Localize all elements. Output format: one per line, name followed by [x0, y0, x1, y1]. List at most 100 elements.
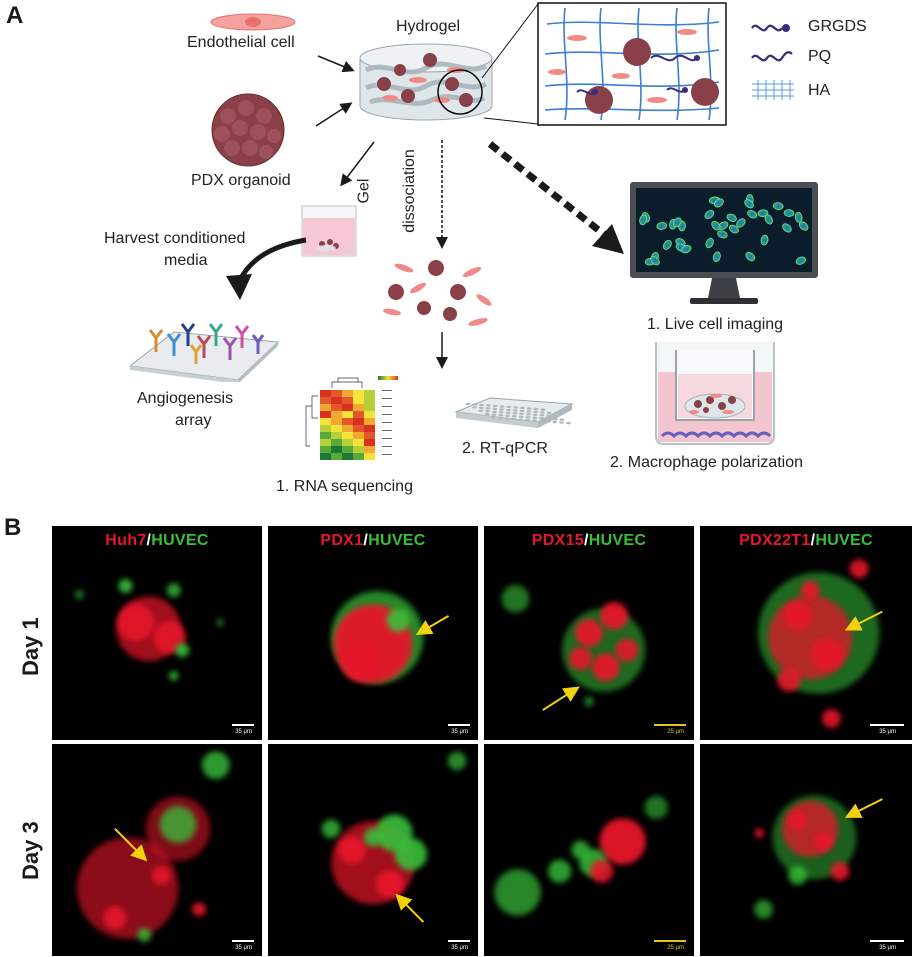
monitor-cell-nucleus — [714, 223, 718, 228]
red-fluorescence-region — [341, 644, 379, 682]
monitor-cell-nucleus — [721, 223, 726, 228]
green-fluorescence-region — [447, 751, 467, 771]
plate-well — [546, 411, 552, 415]
monitor-cell-nucleus — [653, 258, 657, 263]
heatmap-cell — [320, 446, 331, 453]
plate-well — [513, 406, 518, 409]
heatmap-cell — [320, 439, 331, 446]
angiogenesis-array-icon — [128, 323, 280, 382]
yellow-arrow-icon — [844, 798, 883, 818]
plate-well — [485, 410, 490, 413]
green-fluorescence-region — [548, 859, 572, 883]
heatmap-cell — [353, 390, 364, 397]
heatmap-cell — [364, 404, 375, 411]
scale-bar-label: 35 μm — [235, 729, 252, 735]
plate-well — [506, 405, 512, 409]
rt-qpcr-label: 2. RT-qPCR — [462, 440, 548, 457]
channel-title: PDX1/HUVEC — [268, 532, 478, 550]
plate-well — [465, 402, 471, 406]
plate-well — [512, 415, 517, 418]
green-fluorescence-region — [321, 819, 341, 839]
arrow-to-imaging — [487, 141, 624, 254]
legend-ha: HA — [808, 82, 831, 99]
plate-well — [525, 416, 531, 419]
ha-mesh-icon — [752, 80, 794, 100]
red-fluorescence-region — [813, 832, 833, 851]
scale-bar-label: 35 μm — [451, 729, 468, 735]
scale-bar-label: 35 μm — [235, 945, 252, 951]
channel-title: PDX15/HUVEC — [484, 532, 694, 550]
heatmap-cell — [353, 397, 364, 404]
plate-well — [519, 412, 524, 415]
channel-title-green: HUVEC — [151, 532, 209, 549]
monitor-cell-nucleus — [665, 243, 670, 247]
green-fluorescence-region — [788, 866, 807, 885]
micrograph-panel: 35 μm — [268, 744, 478, 956]
heatmap-cell — [331, 418, 342, 425]
plate-well — [532, 416, 538, 419]
hydrogel-network-zoom — [537, 2, 727, 126]
red-fluorescence-region — [788, 810, 807, 830]
scale-bar — [870, 724, 904, 726]
monitor-cell-nucleus — [715, 255, 719, 259]
heatmap-cell — [353, 432, 364, 439]
plate-well — [526, 410, 532, 413]
transwell-icon — [655, 342, 775, 445]
plate-well — [518, 415, 524, 418]
micrograph-image — [494, 796, 668, 916]
green-fluorescence-region — [175, 643, 190, 658]
plate-well — [519, 409, 525, 413]
heatmap-cell — [353, 446, 364, 453]
channel-title-separator: / — [810, 532, 816, 549]
channel-title-separator: / — [146, 532, 152, 549]
plate-well — [533, 410, 538, 414]
green-fluorescence-region — [584, 696, 594, 707]
heatmap-cell — [320, 418, 331, 425]
plate-well — [545, 420, 551, 423]
heatmap-cell — [342, 411, 353, 418]
green-fluorescence-region — [644, 796, 668, 820]
rna-seq-label: 1. RNA sequencing — [276, 478, 413, 495]
heatmap-cell — [342, 390, 353, 397]
legend-grgds: GRGDS — [808, 18, 867, 35]
red-fluorescence-region — [600, 602, 629, 630]
green-fluorescence-region — [363, 828, 383, 847]
micrograph-panel: 35 μm — [52, 744, 262, 956]
heatmap-cell — [320, 411, 331, 418]
heatmap-cell — [353, 404, 364, 411]
red-fluorescence-region — [615, 638, 639, 662]
micrograph-panel: Huh7/HUVEC 35 μm — [52, 526, 262, 740]
plate-well — [559, 418, 565, 421]
plate-well — [485, 407, 491, 410]
conditioned-media-dish — [301, 205, 357, 257]
harvest-label-2: media — [164, 252, 208, 269]
plate-well — [505, 414, 510, 417]
monitor-cell-nucleus — [707, 241, 712, 245]
channel-title-green: HUVEC — [368, 532, 426, 549]
red-fluorescence-region — [800, 580, 820, 600]
scale-bar — [870, 940, 904, 942]
red-fluorescence-region — [830, 861, 850, 881]
green-fluorescence-region — [118, 578, 133, 593]
micrograph-panel: 35 μm — [700, 744, 912, 956]
heatmap-cell — [364, 418, 375, 425]
red-fluorescence-region — [151, 866, 171, 885]
green-fluorescence-region — [137, 927, 152, 942]
channel-title-red: PDX1 — [320, 532, 364, 549]
micrograph-image — [331, 591, 450, 684]
plate-well — [512, 412, 518, 415]
monitor-cell-nucleus — [729, 215, 734, 220]
heatmap-cell — [331, 432, 342, 439]
plate-well — [540, 408, 546, 411]
scale-bar-label: 35 μm — [879, 729, 896, 735]
hydrogel-label: Hydrogel — [396, 18, 461, 35]
red-fluorescence-region — [754, 828, 765, 838]
heatmap-cell — [364, 425, 375, 432]
monitor-cell-nucleus — [732, 227, 736, 231]
plate-well — [566, 421, 571, 425]
gel-dissociation-label: Gel dissociation — [355, 149, 436, 233]
plate-well — [491, 413, 497, 416]
arrows-to-hydrogel — [315, 55, 355, 127]
channel-title: Huh7/HUVEC — [52, 532, 262, 550]
